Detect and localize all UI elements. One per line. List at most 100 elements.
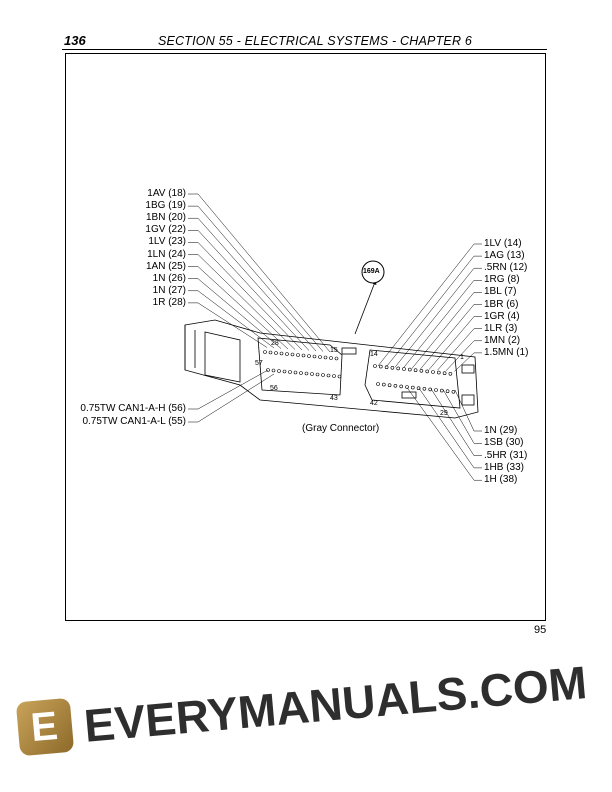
pin [384,365,389,370]
pin [428,387,433,392]
pin [312,354,317,359]
figure-frame [65,53,546,621]
pin [431,370,435,374]
pin [399,384,404,389]
pin [439,388,444,393]
pin [288,370,292,374]
leader-line [403,280,482,368]
wire-label: 1BL (7) [484,286,517,298]
pin [337,374,342,379]
wire-label: 0.75TW CAN1-A-H (56) [80,403,186,414]
pin-number-1: 1 [460,354,464,361]
pin-number-57: 57 [255,360,263,367]
leader-line [430,388,482,456]
connector-body [184,279,479,419]
leader-line [386,255,482,367]
wire-label: 1BG (19) [145,200,186,212]
leader-line [188,266,289,350]
pin [419,368,424,373]
wire-label: 1MN (2) [484,334,521,346]
wire-label: 1H (38) [484,474,518,486]
wire-label: 1LR (3) [484,322,518,334]
pin [334,356,339,361]
wire-label: 1GV (22) [145,224,186,236]
pin [323,355,328,360]
leader-line [188,242,303,351]
pin [416,386,421,391]
pin [396,366,401,371]
wire-label: 1HB (33) [484,461,525,473]
footer-page-number: 95 [534,624,547,636]
pin-number-15: 15 [330,347,338,354]
leader-line [188,278,282,349]
leader-line [445,340,482,371]
wire-label: 1LN (24) [147,248,186,260]
leader-line [377,243,482,367]
pin [263,350,267,354]
pin [387,383,392,388]
leader-line [188,254,296,350]
pin [436,370,441,375]
pin [296,353,300,357]
leader-lines [188,193,482,481]
watermark-logo: E [15,697,75,757]
wire-label: 1LV (23) [148,236,186,248]
wire-label: 1N (29) [484,425,518,436]
pin-number-43: 43 [330,395,338,402]
wire-label: 1BN (20) [145,212,186,224]
wire-label: 1N (26) [152,272,186,284]
wire-label: 1BR (6) [484,298,519,310]
pin [434,388,438,392]
pin [268,350,273,355]
pin [405,385,409,389]
wire-label: 1R (28) [152,296,186,308]
header-title: SECTION 55 - ELECTRICAL SYSTEMS - CHAPTE… [158,34,472,48]
pin [422,386,427,391]
callout-circle [361,260,385,284]
pin [274,351,278,355]
pin-number-14: 14 [370,351,378,358]
pin-number-56: 56 [270,385,278,392]
leader-line [188,205,324,352]
pin [279,351,284,356]
leader-line [442,389,482,444]
pin-number-29: 29 [440,410,448,417]
leader-line [428,316,482,370]
pin [310,372,314,376]
wire-label: 1AN (25) [145,260,186,272]
pin [378,364,383,369]
pin [407,367,412,372]
pin [301,353,306,358]
pin-number-28: 28 [271,340,279,347]
wire-label: .5HR (31) [484,449,528,461]
pin [390,365,395,370]
pin [299,371,303,375]
wire-label: 0.75TW CAN1-A-L (55) [82,416,186,427]
wire-label: 1N (27) [152,284,186,296]
leader-line [454,352,482,372]
leader-line [454,389,482,432]
pin [282,369,287,374]
pin [393,383,398,388]
wire-label: 1RG (8) [484,274,520,286]
leader-line [188,373,275,423]
wire-label: .5RN (12) [484,262,528,274]
connector-caption: (Gray Connector) [302,423,380,434]
pin [376,382,380,386]
pin-number-42: 42 [370,400,378,407]
header-rule [62,49,547,50]
pin [277,369,281,373]
leader-line [188,302,268,348]
leader-line [188,369,269,410]
leader-line [188,217,317,352]
leader-line [437,328,482,371]
pin [266,368,270,372]
pin [321,373,325,377]
pin [448,371,453,376]
wire-label: 1GR (4) [484,310,520,322]
pin [304,371,309,376]
header-page-number: 136 [64,33,86,48]
pin [315,372,320,377]
watermark-logo-letter: E [29,703,60,751]
